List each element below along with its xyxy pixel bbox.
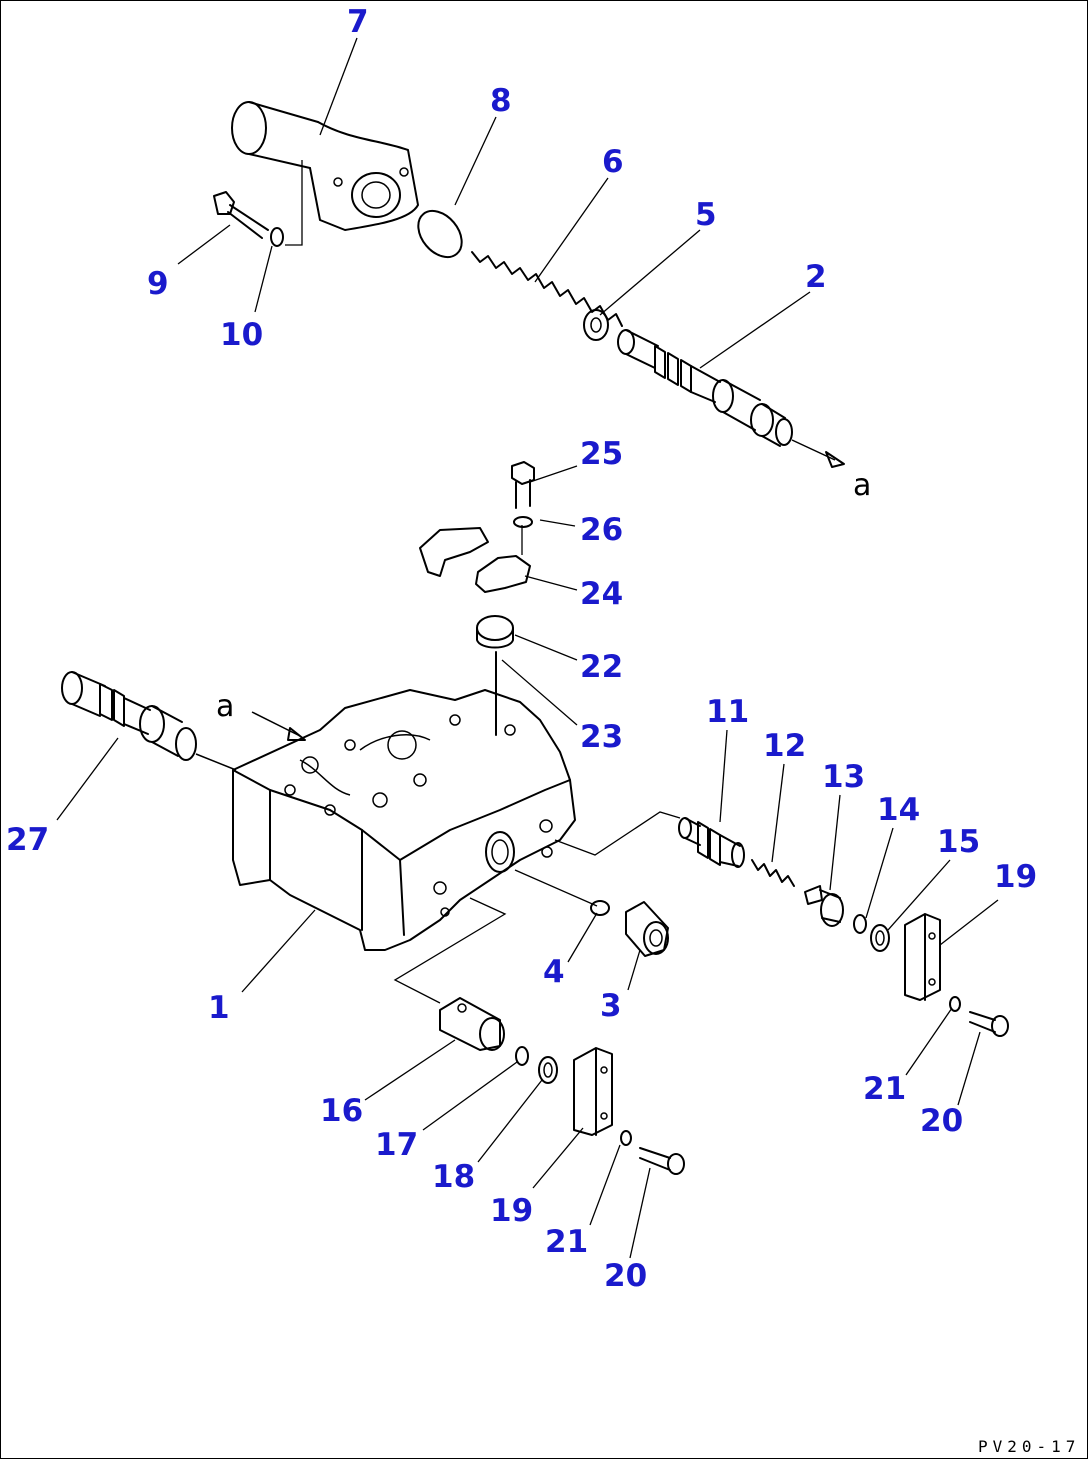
part-15-o-ring [870, 924, 890, 952]
part-27-spool [61, 671, 237, 771]
callout-21-bottom: 21 [545, 1224, 588, 1260]
part-11-piston [678, 817, 745, 868]
part-4-ball [590, 900, 610, 916]
callout-1: 1 [208, 990, 230, 1026]
callout-8: 8 [490, 83, 512, 119]
part-5-seat [583, 309, 609, 341]
part-1-valve-body [232, 689, 681, 1004]
part-8-o-ring [417, 209, 463, 259]
part-21-washer-right [949, 996, 961, 1012]
callout-17: 17 [375, 1127, 418, 1163]
callout-23: 23 [580, 719, 623, 755]
callout-6: 6 [602, 144, 624, 180]
callout-22: 22 [580, 649, 623, 685]
callout-24: 24 [580, 576, 623, 612]
callout-25: 25 [580, 436, 623, 472]
callout-10: 10 [220, 317, 263, 353]
part-6-spring [471, 251, 623, 327]
callout-19-right: 19 [994, 859, 1037, 895]
part-26-lock-washer [513, 516, 533, 528]
part-3-plug [625, 901, 669, 957]
part-18-o-ring [538, 1056, 558, 1084]
part-25-bolt [511, 461, 535, 509]
callout-19-bottom: 19 [490, 1193, 533, 1229]
part-17-o-ring [515, 1046, 529, 1066]
section-marker-right: a [853, 468, 871, 503]
callout-11: 11 [706, 694, 749, 730]
part-24-clamp [419, 525, 531, 593]
callout-5: 5 [695, 197, 717, 233]
part-13-piston [804, 885, 844, 927]
part-20-bolt-bottom [639, 1147, 685, 1175]
section-marker-left: a [216, 689, 234, 724]
part-22-cap [476, 615, 514, 649]
callout-4: 4 [543, 954, 565, 990]
callout-7: 7 [347, 4, 369, 40]
callout-21-right: 21 [863, 1071, 906, 1107]
callout-2: 2 [805, 259, 827, 295]
part-21-washer-bottom [620, 1130, 632, 1146]
part-19-cover-bottom [573, 1047, 613, 1136]
callout-15: 15 [937, 824, 980, 860]
part-9-bolt [213, 191, 269, 239]
callout-18: 18 [432, 1159, 475, 1195]
callout-26: 26 [580, 512, 623, 548]
leader-lines [56, 37, 999, 1259]
part-7-housing [231, 101, 419, 246]
part-2-spool [617, 329, 845, 468]
part-14-o-ring [853, 914, 867, 934]
callout-14: 14 [877, 792, 920, 828]
callout-16: 16 [320, 1093, 363, 1129]
part-10-washer [270, 227, 284, 247]
drawing-code: PV20-17 [978, 1437, 1080, 1456]
part-20-bolt-right [969, 1011, 1009, 1037]
part-16-piston [439, 997, 505, 1051]
part-12-spring [751, 859, 795, 887]
callout-12: 12 [763, 728, 806, 764]
section-arrow-left [251, 711, 306, 741]
part-19-cover-right [904, 913, 941, 1001]
callout-labels: 7 8 6 5 2 9 10 25 26 24 22 23 11 12 13 1… [6, 4, 1037, 1294]
callout-20-bottom: 20 [604, 1258, 647, 1294]
callout-3: 3 [600, 988, 622, 1024]
callout-27: 27 [6, 822, 49, 858]
callout-13: 13 [822, 759, 865, 795]
callout-9: 9 [147, 266, 169, 302]
callout-20-right: 20 [920, 1103, 963, 1139]
